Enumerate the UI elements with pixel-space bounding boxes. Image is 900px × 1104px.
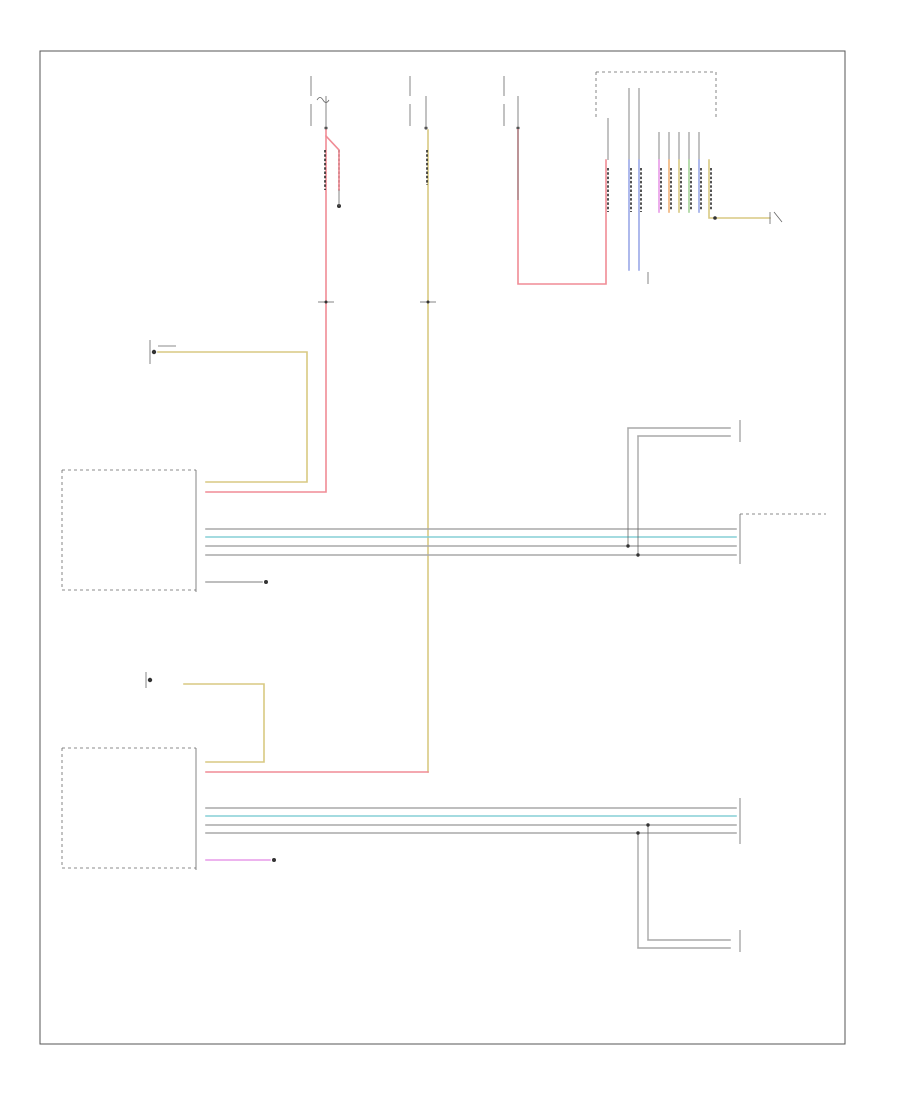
fuse-white-terminal xyxy=(516,126,520,130)
right-power-source xyxy=(149,340,176,364)
fuse-red xyxy=(310,76,330,130)
splice-red xyxy=(318,300,334,304)
top-connector xyxy=(595,71,717,160)
left-power-source xyxy=(145,672,153,688)
bus-right xyxy=(205,427,737,557)
yellow-wire-left-source xyxy=(183,683,265,763)
red-wire-top-right xyxy=(517,129,607,285)
fuse-red-terminal xyxy=(324,126,328,130)
left-control-unit xyxy=(61,747,197,870)
diagram-frame xyxy=(39,50,846,1045)
fuse-white xyxy=(503,76,520,130)
blue-wire-pair xyxy=(628,159,640,271)
red-wire-branch xyxy=(324,134,340,191)
red-wire-right xyxy=(205,129,327,493)
yellow-wire-right-source xyxy=(157,351,308,483)
fuse-yellow-terminal xyxy=(424,126,428,130)
bus-left xyxy=(205,807,737,949)
fuse-yellow xyxy=(409,76,428,130)
splice-yellow xyxy=(420,300,436,304)
right-rear-module xyxy=(739,513,826,564)
right-control-unit xyxy=(61,469,197,592)
